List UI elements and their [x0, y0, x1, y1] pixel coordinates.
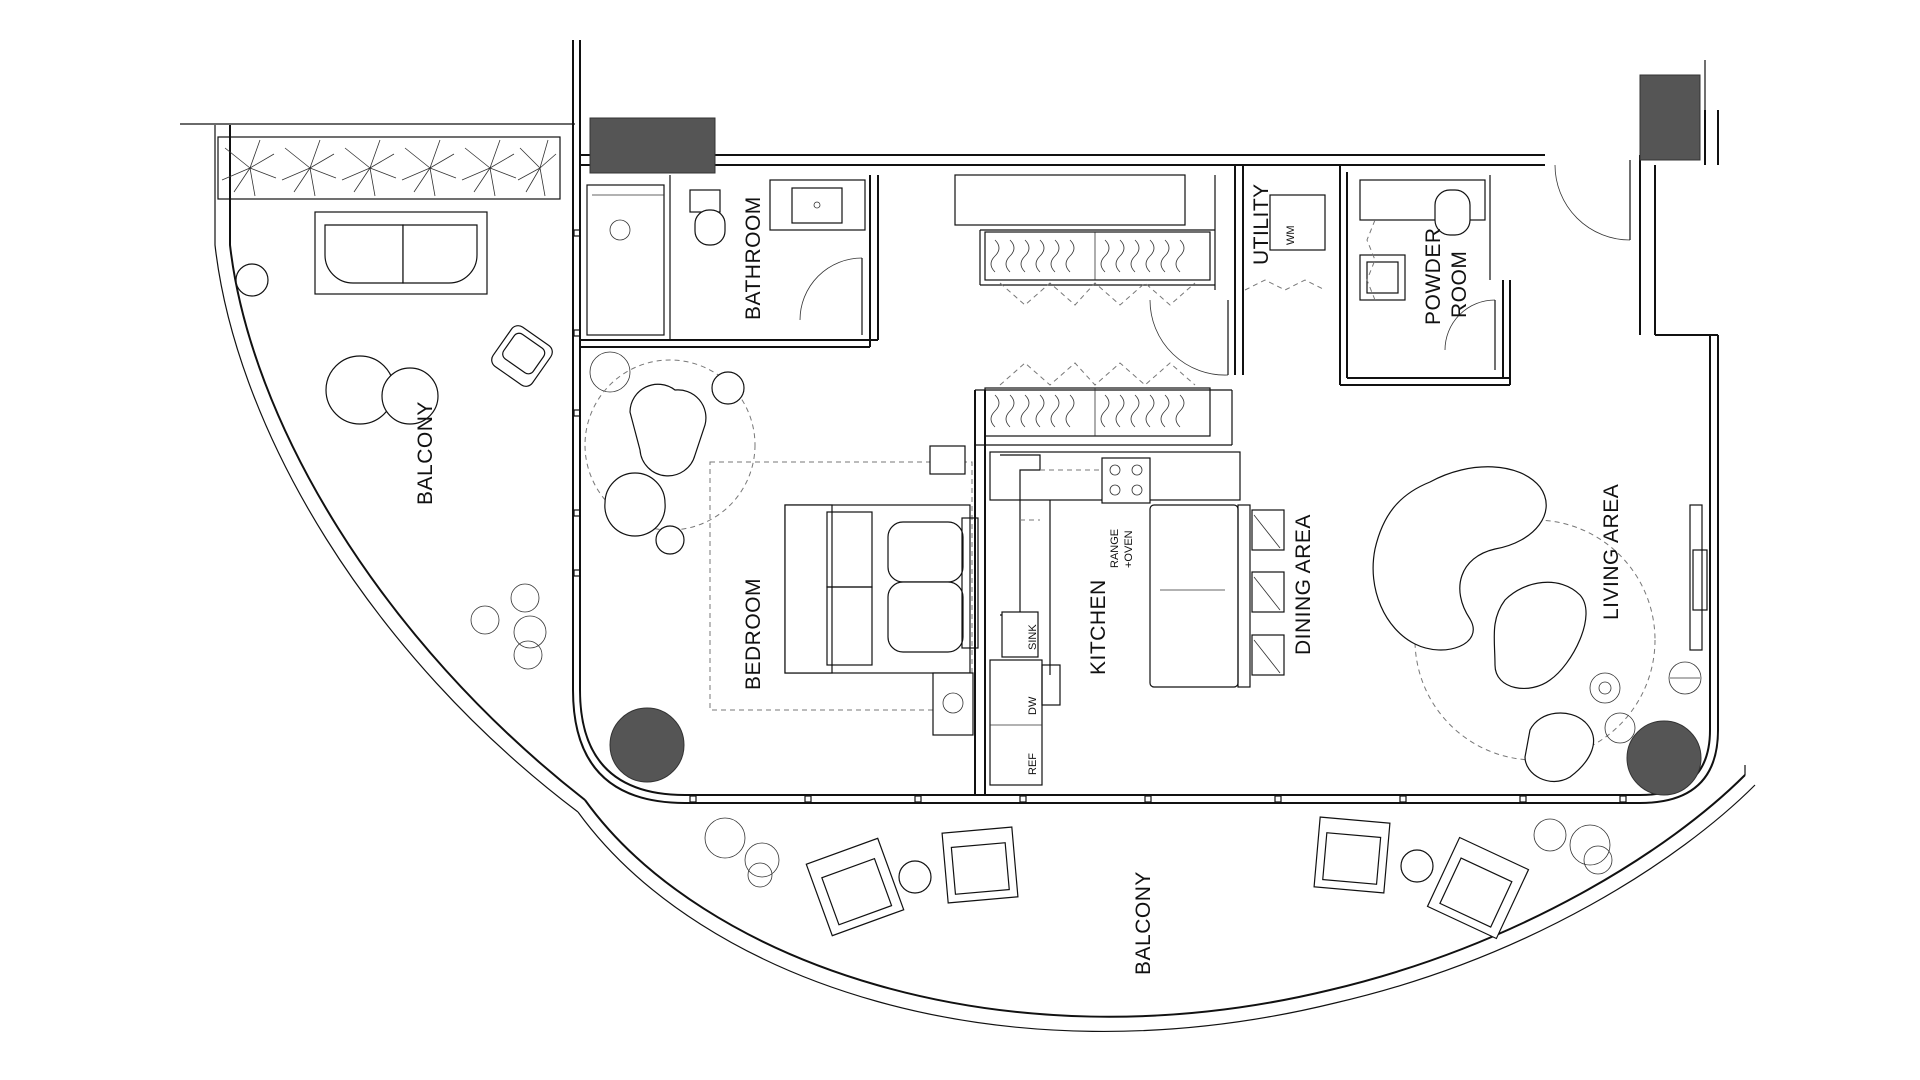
wardrobes [984, 231, 1326, 437]
label-wm: WM [1285, 225, 1297, 245]
planter-strip [217, 136, 561, 200]
label-kitchen: KITCHEN [1087, 579, 1110, 675]
columns [589, 74, 1702, 796]
label-balcony-south: BALCONY [1132, 871, 1155, 975]
label-powder-line2: ROOM [1448, 251, 1471, 318]
label-balcony-west: BALCONY [414, 401, 437, 505]
balcony-south-railing [577, 765, 1756, 1033]
balcony-west-railing [180, 123, 586, 813]
plants [470, 351, 1613, 888]
balcony-south-furniture [805, 816, 1530, 940]
bedroom-furniture [584, 359, 979, 736]
label-dining-area: DINING AREA [1292, 514, 1315, 655]
label-living-area: LIVING AREA [1600, 484, 1623, 620]
label-dw: DW [1027, 696, 1039, 715]
balcony-west-furniture [235, 211, 553, 425]
label-ref: REF [1027, 753, 1039, 775]
interior-walls [580, 165, 1511, 795]
window-mullions [573, 229, 1627, 803]
label-sink: SINK [1027, 624, 1039, 650]
utility-fixtures [1269, 160, 1631, 370]
label-bedroom: BEDROOM [742, 578, 765, 690]
label-range: RANGE [1109, 529, 1121, 568]
bathroom-fixtures [586, 179, 866, 336]
label-utility: UTILITY [1250, 183, 1273, 265]
kitchen-furniture [989, 451, 1285, 786]
living-furniture [1372, 466, 1708, 782]
exterior-walls [572, 40, 1719, 804]
label-oven: +OVEN [1123, 530, 1135, 568]
room-labels: BALCONY BATHROOM UTILITY POWDER ROOM BED… [414, 183, 1623, 975]
label-bathroom: BATHROOM [742, 196, 765, 320]
fixture-labels: RANGE +OVEN SINK DW REF WM [1027, 225, 1297, 775]
label-powder-line1: POWDER [1422, 228, 1445, 326]
